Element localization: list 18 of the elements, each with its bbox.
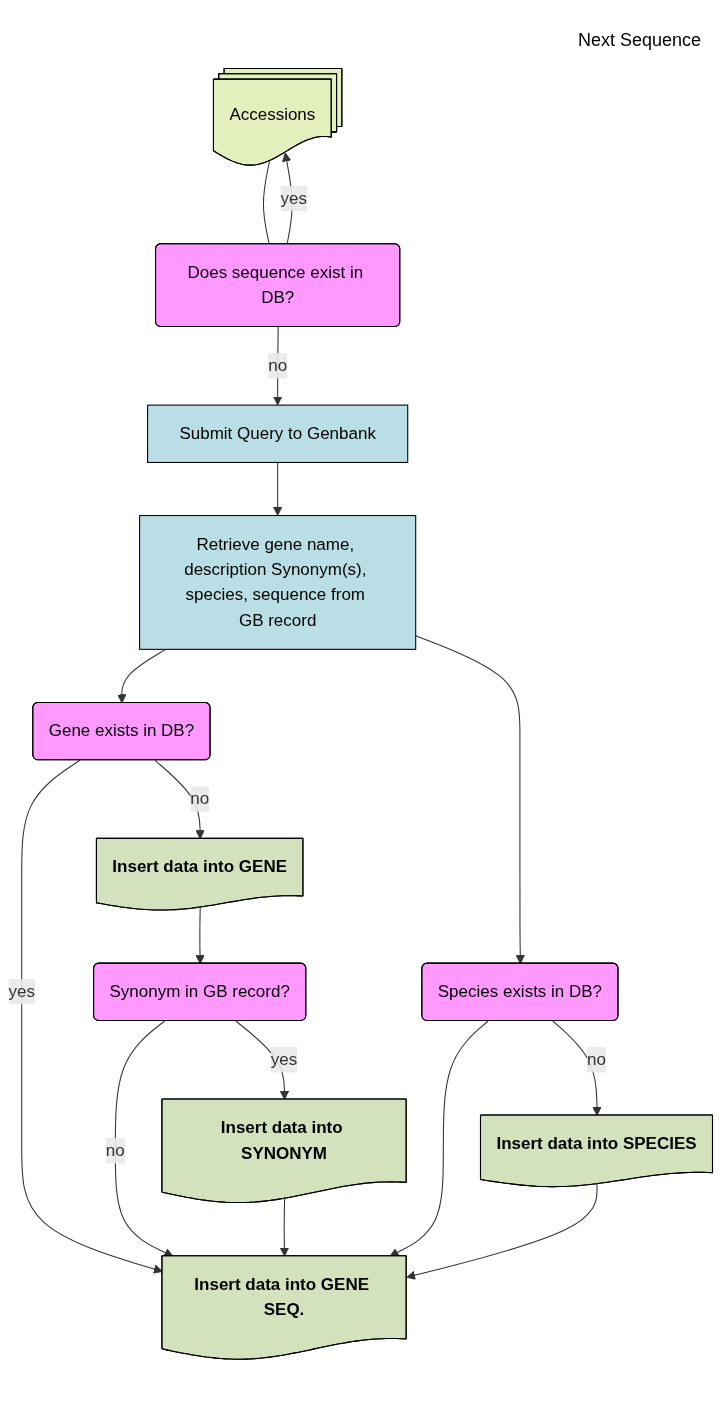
edge-label: yes [8,982,35,1001]
arrow [415,635,525,965]
node-box: Retrieve gene name, description Synonym(s), species, sequence from GB record [139,515,417,650]
edge-label: no [268,356,288,375]
edge-label: no [587,1050,606,1069]
arrow [406,1183,598,1280]
edge-label: no [190,789,210,808]
arrow [195,907,205,965]
arrow [117,648,167,704]
node-box: Submit Query to Genbank [147,404,409,463]
note-text: Next Sequence [577,30,701,51]
edge-label: no [105,1141,125,1160]
arrow [114,1020,174,1257]
arrow [21,759,163,1274]
arrow [273,461,283,516]
edge-label: yes [280,189,308,208]
connector [262,160,271,245]
edge-label: yes [270,1050,298,1069]
